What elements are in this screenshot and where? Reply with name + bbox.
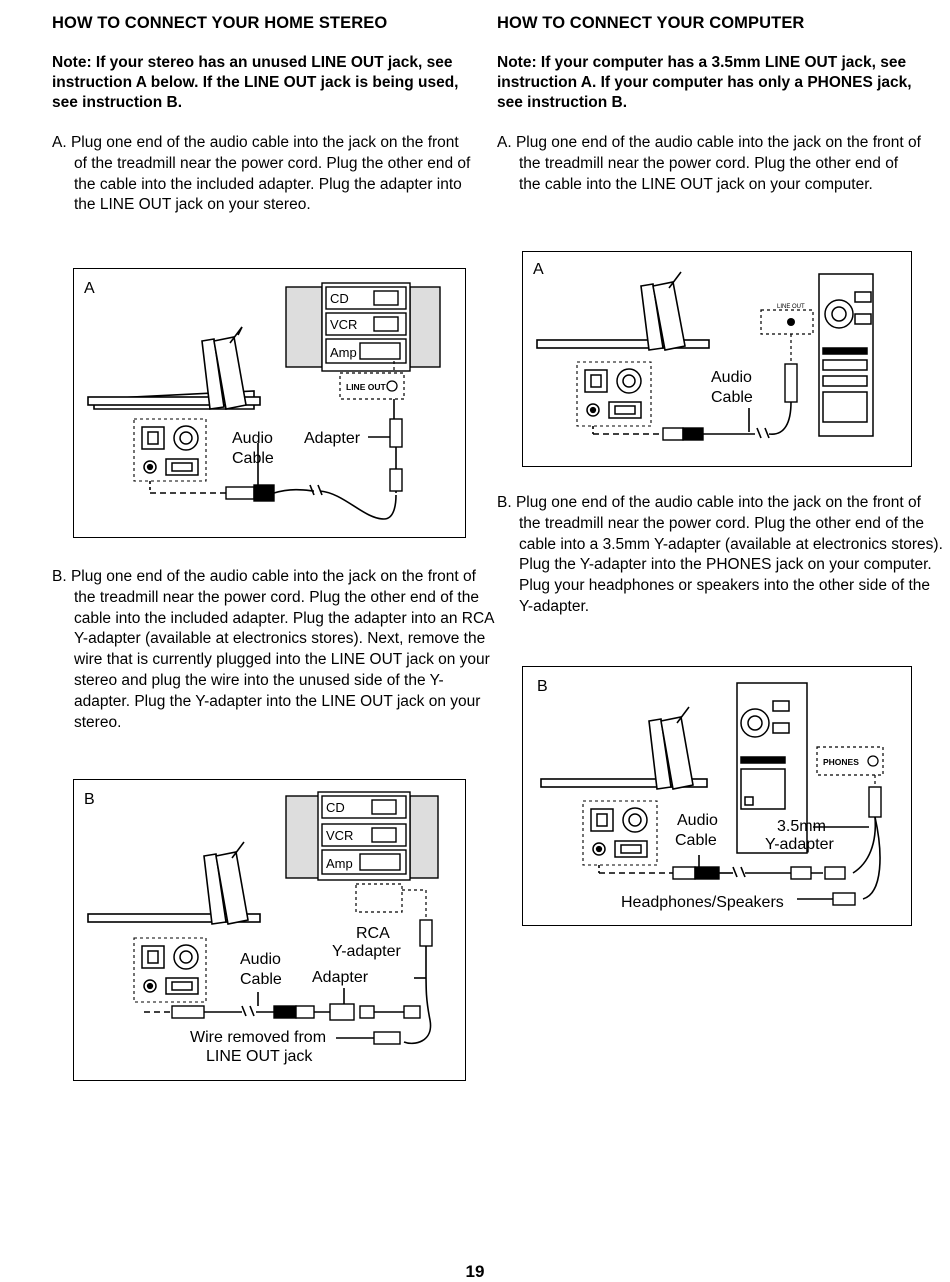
vcr-label: VCR (326, 828, 353, 843)
cable-label: Cable (240, 971, 282, 988)
stereo-step-a: A. Plug one end of the audio cable into … (52, 134, 471, 214)
line-out-small-label: LINE OUT (777, 304, 805, 310)
cable-label: Cable (232, 450, 274, 467)
line-out-callout (760, 309, 814, 362)
audio-label: Audio (232, 430, 273, 447)
size-label: 3.5mm (777, 818, 826, 835)
figure-stereo-a: A CD VCR Amp LINE OU (73, 268, 466, 538)
audio-label: Audio (240, 951, 281, 968)
phones-callout (816, 746, 884, 787)
amp-label: Amp (330, 345, 357, 360)
audio-label: Audio (711, 369, 752, 386)
figure-computer-a: A LINE OUT (522, 251, 912, 467)
stereo-system (285, 791, 439, 881)
jack-icon (787, 318, 795, 326)
rca-label: RCA (356, 925, 390, 942)
audio-cable (598, 816, 881, 900)
stereo-note: Note: If your stereo has an unused LINE … (52, 54, 459, 111)
stereo-section: HOW TO CONNECT YOUR HOME STEREO Note: If… (52, 14, 472, 216)
headphones-label: Headphones/Speakers (621, 894, 784, 911)
stereo-a-diagram: A CD VCR Amp LINE OU (84, 280, 441, 520)
computer-b-diagram: B PHONES (537, 678, 884, 911)
figure-stereo-b: B CD VCR Amp (73, 779, 466, 1081)
treadmill-illustration (87, 326, 261, 410)
computer-heading: HOW TO CONNECT YOUR COMPUTER (497, 14, 805, 32)
treadmill-illustration (540, 706, 708, 790)
computer-step-b: B. Plug one end of the audio cable into … (497, 494, 943, 615)
vcr-label: VCR (330, 317, 357, 332)
line-out-callout (355, 883, 427, 920)
wire-removed-label: Wire removed from (190, 1029, 326, 1046)
treadmill-jack-panel (582, 800, 658, 866)
computer-step-a: A. Plug one end of the audio cable into … (497, 134, 921, 193)
adapter-plugs (171, 919, 433, 1045)
computer-section: HOW TO CONNECT YOUR COMPUTER Note: If yo… (497, 14, 922, 195)
treadmill-jack-panel (133, 937, 207, 1003)
adapter-plugs (672, 786, 882, 906)
computer-tower (736, 682, 808, 854)
stereo-system (285, 282, 441, 372)
adapter-label: Adapter (312, 969, 369, 986)
computer-a-diagram: A LINE OUT (533, 261, 874, 441)
adapter-plugs (662, 363, 798, 441)
y-adapter-label: Y-adapter (332, 943, 401, 960)
line-out-callout (339, 361, 405, 400)
treadmill-jack-panel (576, 361, 652, 427)
amp-label: Amp (326, 856, 353, 871)
figure-letter: A (533, 261, 544, 278)
jack-icon (386, 380, 398, 392)
audio-cable (144, 930, 432, 1045)
cd-label: CD (326, 800, 345, 815)
y-adapter-label: Y-adapter (765, 836, 834, 853)
audio-cable (592, 401, 792, 439)
treadmill-illustration (87, 841, 261, 925)
page-number: 19 (465, 1262, 485, 1281)
cable-label: Cable (675, 832, 717, 849)
treadmill-jack-panel (133, 418, 207, 482)
adapter-label: Adapter (304, 430, 361, 447)
stereo-b-diagram: B CD VCR Amp (84, 791, 439, 1065)
phones-label: PHONES (823, 757, 859, 767)
computer-note: Note: If your computer has a 3.5mm LINE … (497, 54, 912, 111)
line-out-jack-label: LINE OUT jack (206, 1048, 313, 1065)
audio-label: Audio (677, 812, 718, 829)
cable-label: Cable (711, 389, 753, 406)
figure-letter: B (537, 678, 548, 695)
stereo-heading: HOW TO CONNECT YOUR HOME STEREO (52, 14, 388, 32)
treadmill-illustration (536, 271, 710, 351)
line-out-label: LINE OUT (346, 382, 386, 392)
figure-letter: A (84, 280, 95, 297)
figure-computer-b: B PHONES (522, 666, 912, 926)
adapter-plugs (225, 418, 403, 502)
figure-letter: B (84, 791, 95, 808)
cd-label: CD (330, 291, 349, 306)
stereo-step-b: B. Plug one end of the audio cable into … (52, 568, 494, 731)
computer-tower (818, 273, 874, 437)
jack-icon (867, 755, 879, 767)
